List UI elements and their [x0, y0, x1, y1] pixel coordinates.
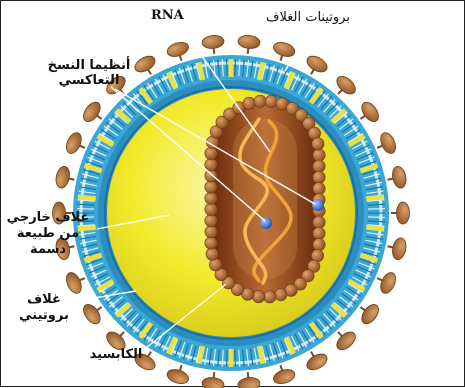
- envelope-protein-knob: [237, 34, 260, 49]
- label-lipid-envelope-line2: من طبيعة: [3, 226, 93, 241]
- envelope-protein-knob: [80, 301, 103, 326]
- envelope-protein-knob: [165, 40, 190, 59]
- envelope-protein-knob: [272, 367, 297, 386]
- envelope-protein-knob: [391, 237, 408, 261]
- envelope-protein-knob: [378, 130, 399, 155]
- envelope-protein-knob: [201, 34, 224, 49]
- capsid-bead: [312, 138, 324, 150]
- envelope-protein-knob: [378, 270, 399, 295]
- capsid-bead: [254, 95, 266, 107]
- membrane-spacer: [229, 59, 234, 77]
- capsid-bead: [313, 216, 325, 228]
- capsid-bead: [252, 290, 264, 302]
- envelope-protein-knob: [358, 99, 381, 124]
- envelope-protein-knob: [237, 376, 260, 388]
- capsid-bead: [265, 95, 277, 107]
- capsid-bead: [205, 158, 217, 170]
- capsid-bead: [313, 160, 325, 172]
- envelope-protein-knob: [54, 165, 71, 189]
- envelope-protein-knob: [80, 99, 103, 124]
- capsid-bead: [205, 226, 217, 238]
- capsid-bead: [205, 181, 217, 193]
- envelope-protein-knob: [304, 351, 330, 373]
- envelope-protein-knob: [334, 73, 359, 97]
- capsid-bead: [205, 203, 217, 215]
- label-capsid: الكابسيد: [81, 347, 151, 362]
- capsid-bead: [313, 149, 325, 161]
- label-lipid-envelope-line3: دسمة: [3, 242, 93, 257]
- envelope-protein-knob: [397, 202, 410, 224]
- label-rna: RNA: [151, 8, 184, 23]
- capsid-bead: [243, 97, 255, 109]
- capsid-bead: [205, 237, 217, 249]
- envelope-protein-knob: [304, 53, 330, 75]
- label-envelope-proteins: بروتينات الغلاف: [266, 10, 350, 25]
- capsid-bead: [264, 291, 276, 303]
- capsid-bead: [313, 238, 325, 250]
- envelope-protein-knob: [358, 301, 381, 326]
- capsid-bead: [313, 171, 325, 183]
- capsid-bead: [205, 192, 217, 204]
- capsid-bead: [205, 147, 217, 159]
- envelope-protein-knob: [391, 165, 408, 189]
- envelope-protein-knob: [334, 329, 359, 353]
- label-reverse-transcriptase-line1: أنظيما النسخ: [41, 58, 137, 73]
- capsid-bead: [205, 214, 217, 226]
- membrane-spacer: [229, 349, 234, 367]
- label-protein-envelope-line2: بروتيني: [9, 308, 79, 323]
- capsid-bead: [275, 288, 287, 300]
- envelope-protein-knob: [272, 40, 297, 59]
- capsid-bead: [313, 227, 325, 239]
- envelope-protein-knob: [63, 130, 84, 155]
- capsid-bead: [313, 182, 325, 194]
- label-protein-envelope-line1: غلاف: [9, 292, 79, 307]
- envelope-protein-knob: [165, 367, 190, 386]
- capsid-bead: [205, 170, 217, 182]
- label-reverse-transcriptase-line2: التعاكسي: [41, 73, 137, 88]
- label-lipid-envelope-line1: غلاف خارجي: [3, 210, 93, 225]
- capsid-bead: [206, 248, 218, 260]
- reverse-transcriptase-enzyme-2: [312, 199, 324, 211]
- envelope-protein-knob: [201, 376, 224, 388]
